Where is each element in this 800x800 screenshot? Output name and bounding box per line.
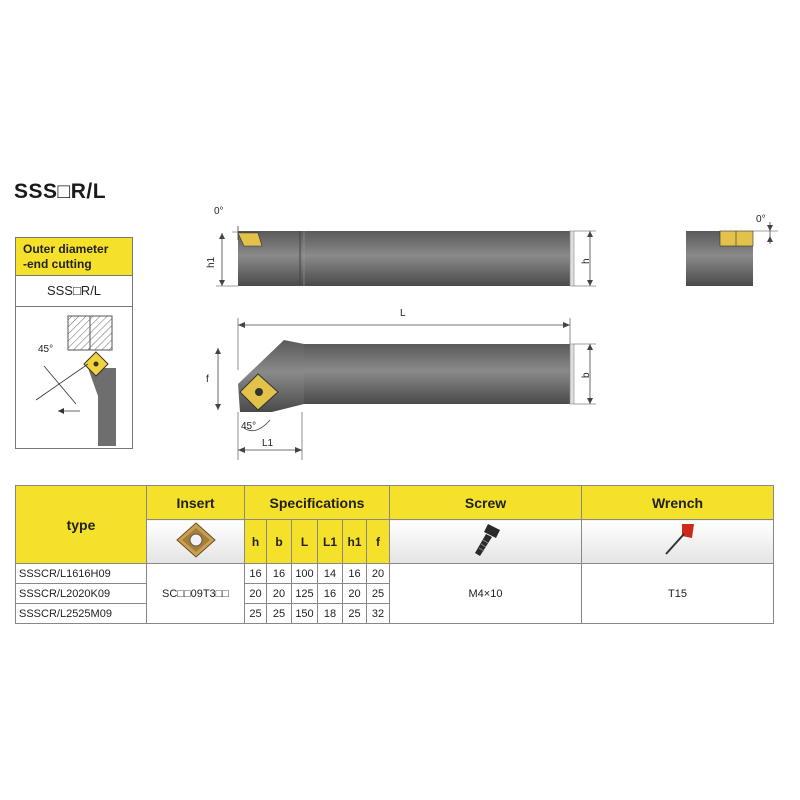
- side-view-L1-label: L1: [262, 438, 274, 449]
- value-cell: 16: [266, 563, 292, 584]
- application-heading: Outer diameter -end cutting: [16, 238, 132, 276]
- screw-image-cell: [389, 519, 582, 564]
- value-cell: 20: [342, 583, 367, 604]
- type-cell: SSSCR/L1616H09: [15, 563, 147, 584]
- screw-header: Screw: [389, 485, 582, 520]
- insert-code-cell: SC□□09T3□□: [146, 563, 245, 624]
- side-view: L f b L1 45°: [206, 308, 596, 460]
- type-header: type: [15, 485, 147, 564]
- table-row: SSSCR/L2525M09 25 25 150 18 25 32: [15, 603, 774, 624]
- specifications-header: Specifications: [244, 485, 390, 520]
- wrench-value-cell: T15: [581, 563, 774, 624]
- value-cell: 20: [366, 563, 390, 584]
- spec-col-f: f: [366, 519, 390, 564]
- value-cell: 14: [317, 563, 343, 584]
- top-view-h1-label: h1: [206, 256, 217, 268]
- application-angle-label: 45°: [38, 344, 53, 355]
- value-cell: 25: [366, 583, 390, 604]
- end-view-angle-label: 0°: [756, 214, 766, 225]
- insert-image-cell: [146, 519, 245, 564]
- side-view-f-label: f: [206, 374, 209, 385]
- holder-shape: [88, 368, 116, 446]
- spec-col-h1: h1: [342, 519, 367, 564]
- top-view-insert: [237, 232, 263, 247]
- value-cell: 32: [366, 603, 390, 624]
- side-view-L-label: L: [400, 308, 406, 319]
- side-view-b-label: b: [581, 372, 592, 378]
- side-view-shank: [304, 344, 570, 404]
- insert-header: Insert: [146, 485, 245, 520]
- top-view: 0° h1 h: [206, 206, 596, 287]
- side-view-head: [238, 340, 304, 412]
- application-heading-line2: -end cutting: [23, 257, 92, 271]
- wrench-header: Wrench: [581, 485, 774, 520]
- value-cell: 100: [291, 563, 318, 584]
- insert-icon: [175, 522, 216, 558]
- type-cell: SSSCR/L2525M09: [15, 603, 147, 624]
- spec-col-L1: L1: [317, 519, 343, 564]
- value-cell: 18: [317, 603, 343, 624]
- top-view-body: [238, 231, 570, 286]
- value-cell: 25: [266, 603, 292, 624]
- value-cell: 16: [244, 563, 267, 584]
- application-code: SSS□R/L: [16, 276, 132, 307]
- wrench-icon: [664, 524, 694, 555]
- page-title: SSS□R/L: [14, 180, 107, 203]
- spec-table: type Insert Specifications Screw Wrench …: [15, 485, 774, 624]
- value-cell: 25: [244, 603, 267, 624]
- value-cell: 25: [342, 603, 367, 624]
- end-view: 0°: [686, 214, 778, 286]
- screw-value-cell: M4×10: [389, 563, 582, 624]
- technical-drawing: 0° h1 h 0° L f: [206, 206, 778, 460]
- spec-col-L: L: [291, 519, 318, 564]
- value-cell: 150: [291, 603, 318, 624]
- value-cell: 125: [291, 583, 318, 604]
- spec-col-h: h: [244, 519, 267, 564]
- side-view-angle-label: 45°: [241, 421, 256, 432]
- screw-icon: [474, 524, 500, 556]
- spec-col-b: b: [266, 519, 292, 564]
- top-view-angle-label: 0°: [214, 206, 224, 217]
- table-row: SSSCR/L1616H09 SC□□09T3□□ 16 16 100 14 1…: [15, 563, 774, 624]
- application-illustration: 45°: [35, 315, 116, 446]
- value-cell: 20: [266, 583, 292, 604]
- value-cell: 20: [244, 583, 267, 604]
- end-view-insert: [719, 230, 754, 247]
- application-panel: Outer diameter -end cutting SSS□R/L 45°: [15, 237, 133, 449]
- value-cell: 16: [317, 583, 343, 604]
- wrench-image-cell: [581, 519, 774, 564]
- application-heading-line1: Outer diameter: [23, 242, 109, 256]
- top-view-h-label: h: [581, 258, 592, 264]
- type-cell: SSSCR/L2020K09: [15, 583, 147, 604]
- value-cell: 16: [342, 563, 367, 584]
